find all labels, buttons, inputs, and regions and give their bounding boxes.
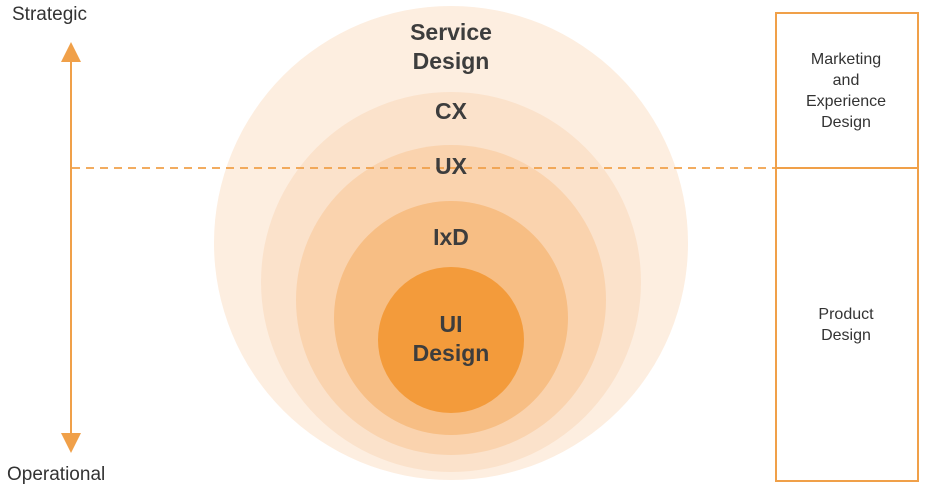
cx-label: CX xyxy=(435,98,467,124)
service-design-label: Service Design xyxy=(410,19,492,74)
marketing-experience-label: Marketing and Experience Design xyxy=(805,51,887,131)
ring-ui-design xyxy=(378,267,524,413)
ixd-label: IxD xyxy=(433,224,469,250)
ux-label: UX xyxy=(435,153,467,179)
strategic-label: Strategic xyxy=(12,4,87,25)
product-design-label: Product Design xyxy=(818,306,874,344)
operational-label: Operational xyxy=(7,464,106,485)
product-design-box xyxy=(775,167,919,482)
ui-design-label: UI Design xyxy=(412,311,490,366)
